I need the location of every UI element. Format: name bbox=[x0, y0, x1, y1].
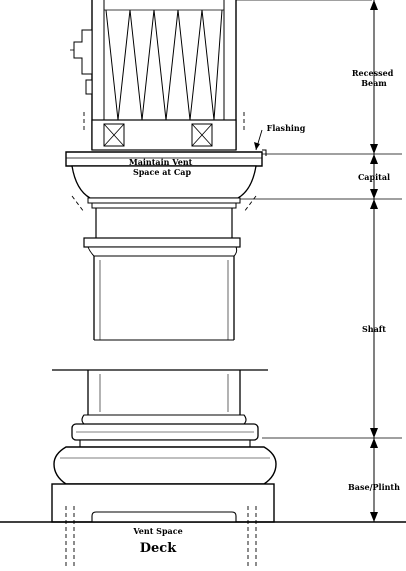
label-recessed-beam-line2: Beam bbox=[361, 78, 387, 88]
label-base-plinth: Base/Plinth bbox=[348, 482, 400, 492]
label-recessed-beam: Recessed Beam bbox=[352, 68, 396, 88]
label-flashing: Flashing bbox=[267, 123, 306, 133]
label-deck: Deck bbox=[140, 541, 177, 556]
lower-shaft bbox=[52, 369, 268, 415]
label-maintain-vent-line2: Space at Cap bbox=[133, 167, 192, 177]
base-plinth bbox=[51, 414, 277, 568]
dimension-line bbox=[370, 0, 378, 522]
label-recessed-beam-line1: Recessed bbox=[352, 68, 394, 78]
label-maintain-vent: Maintain Vent Space at Cap bbox=[129, 157, 195, 177]
label-shaft: Shaft bbox=[362, 324, 386, 334]
label-maintain-vent-line1: Maintain Vent bbox=[129, 157, 193, 167]
upper-shaft bbox=[83, 208, 241, 341]
label-vent-space: Vent Space bbox=[132, 526, 182, 536]
label-capital: Capital bbox=[358, 172, 390, 182]
recessed-beam-framing bbox=[70, 0, 372, 151]
capital bbox=[65, 149, 267, 213]
extension-lines bbox=[240, 153, 402, 523]
